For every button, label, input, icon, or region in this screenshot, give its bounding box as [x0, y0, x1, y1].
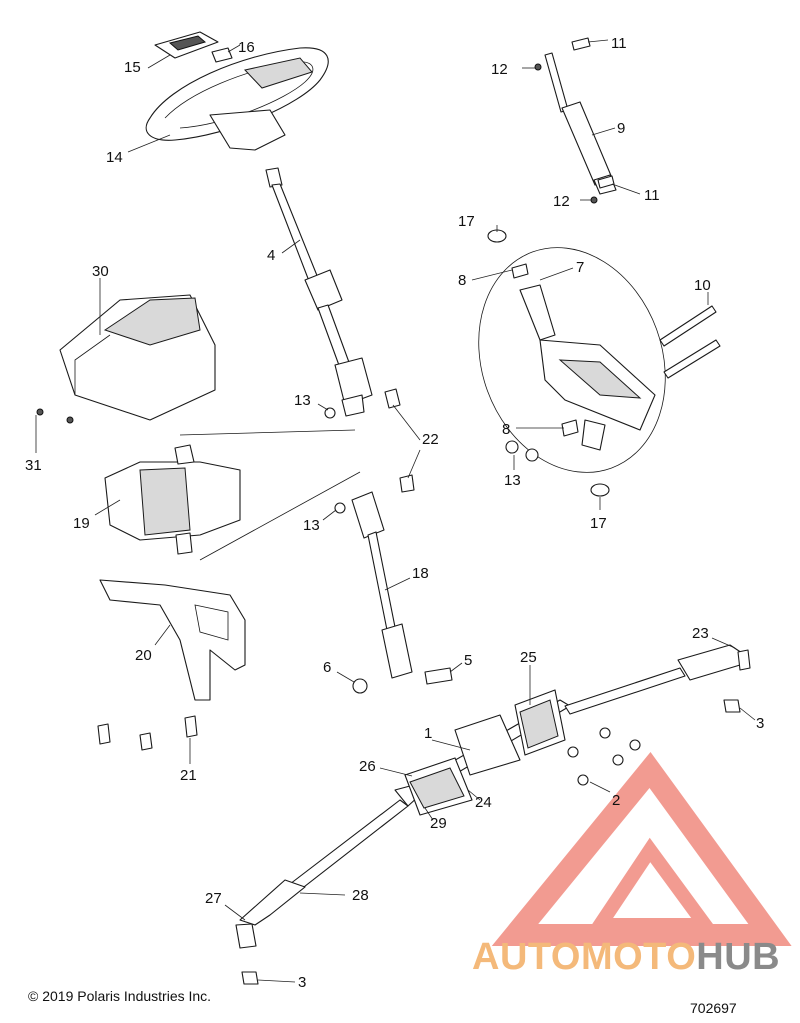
callout-8-bottom: 8: [502, 421, 510, 438]
callout-30: 30: [92, 263, 109, 280]
nut-13-a: [505, 440, 519, 454]
callout-12-top: 12: [491, 61, 508, 78]
callout-23: 23: [692, 625, 709, 642]
callout-31: 31: [25, 457, 42, 474]
callout-13-right: 13: [504, 472, 521, 489]
cap: [211, 47, 233, 63]
callout-24: 24: [475, 794, 492, 811]
watermark-part2: MOTO: [580, 936, 697, 978]
callout-15: 15: [124, 59, 141, 76]
tilt-bracket-group: [478, 247, 666, 473]
bushing-17-bottom: [590, 483, 610, 497]
copyright-text: © 2019 Polaris Industries Inc.: [28, 988, 212, 1004]
motor-cover: [59, 294, 216, 421]
callout-26: 26: [359, 758, 376, 775]
callout-1: 1: [424, 725, 432, 742]
watermark-part1: AUTO: [472, 936, 581, 978]
clip-31-b: [66, 416, 74, 424]
leader-lines: [35, 39, 756, 983]
bolt-5: [424, 667, 453, 685]
callout-20: 20: [135, 647, 152, 664]
bolt-22-bottom: [399, 474, 415, 493]
horn-pad: [154, 31, 219, 59]
bolt-22-top: [384, 388, 401, 409]
callout-18: 18: [412, 565, 429, 582]
nut-13-b: [525, 448, 539, 462]
bolt-21-c: [184, 715, 198, 738]
upper-steering-shaft: [265, 167, 373, 417]
callout-29: 29: [430, 815, 447, 832]
callout-10: 10: [694, 277, 711, 294]
callout-5: 5: [464, 652, 472, 669]
callout-11-top: 11: [611, 35, 627, 52]
callout-13-lower: 13: [303, 517, 320, 534]
nut-6: [352, 678, 368, 694]
callout-labels: 1 2 3 3 4 5 6 7 8 8 9 10 11 11 12 12 13 …: [25, 35, 764, 991]
callout-2: 2: [612, 792, 620, 809]
watermark-wordmark: AUTOMOTOHUB: [472, 936, 780, 979]
nut-13-upper: [324, 407, 336, 419]
callout-9: 9: [617, 120, 625, 137]
callout-3-bottom: 3: [298, 974, 306, 991]
callout-25: 25: [520, 649, 537, 666]
callout-22: 22: [422, 431, 439, 448]
steering-rack: [235, 644, 751, 949]
callout-7: 7: [576, 259, 584, 276]
eps-unit: [104, 429, 361, 561]
callout-3-right: 3: [756, 715, 764, 732]
callout-4: 4: [267, 247, 275, 264]
callout-12-bottom: 12: [553, 193, 570, 210]
gas-strut: [544, 52, 617, 195]
callout-16: 16: [238, 39, 255, 56]
bolts-10: [659, 305, 721, 379]
callout-8-top: 8: [458, 272, 466, 289]
callout-11-bottom: 11: [644, 187, 660, 204]
intermediate-shaft: [351, 491, 413, 679]
callout-17-top: 17: [458, 213, 475, 230]
nut-12-top: [534, 63, 542, 71]
callout-14: 14: [106, 149, 123, 166]
nut-3-bottom: [241, 971, 259, 985]
bolt-11-top: [571, 37, 591, 51]
bolt-11-bottom: [597, 175, 615, 189]
watermark-part3: HUB: [696, 936, 781, 978]
bolt-21-a: [97, 723, 111, 745]
nuts-2: [567, 727, 641, 786]
nut-13-lower: [334, 502, 346, 514]
watermark-logo: [491, 752, 792, 946]
bolt-21-b: [139, 732, 153, 751]
mount-bracket: [99, 579, 246, 701]
clip-31-a: [36, 408, 44, 416]
callout-6: 6: [323, 659, 331, 676]
callout-19: 19: [73, 515, 90, 532]
callout-17-bottom: 17: [590, 515, 607, 532]
diagram-number: 702697: [690, 1000, 737, 1016]
callout-28: 28: [352, 887, 369, 904]
callout-13-upper: 13: [294, 392, 311, 409]
callout-27: 27: [205, 890, 222, 907]
steering-wheel: [145, 47, 329, 151]
nut-3-right: [723, 699, 741, 713]
callout-21: 21: [180, 767, 197, 784]
